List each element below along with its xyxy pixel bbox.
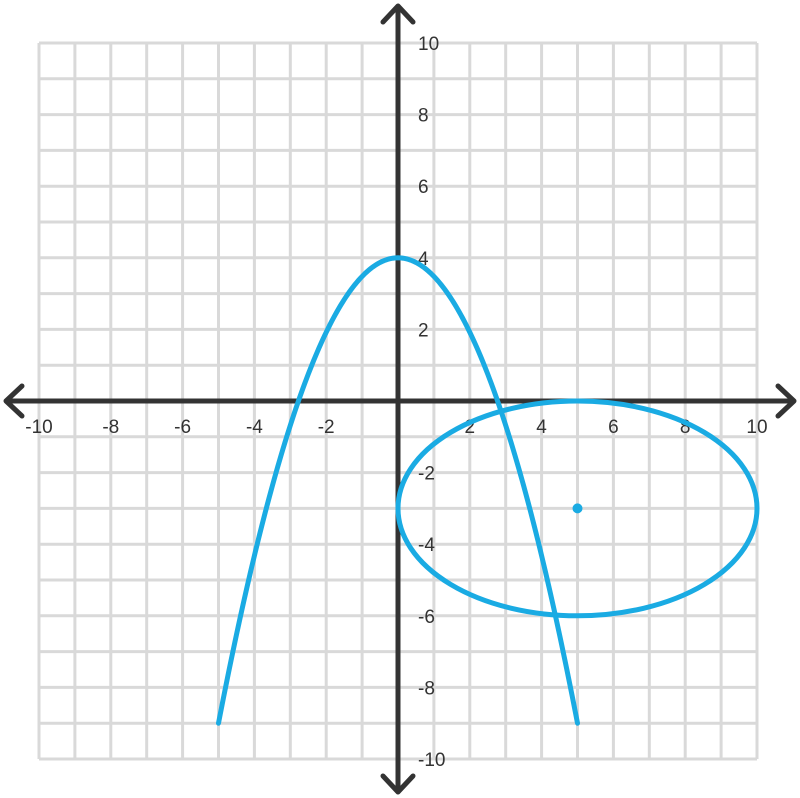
x-tick-label: -8 (102, 417, 119, 438)
x-tick-label: 2 (465, 417, 476, 438)
ellipse-curve (395, 398, 760, 619)
y-tick-label: -4 (418, 535, 435, 556)
y-tick-label: 2 (418, 320, 429, 341)
y-tick-label: 8 (418, 106, 429, 127)
x-tick-label: 10 (746, 417, 767, 438)
x-axis-left-arrow (3, 383, 25, 419)
y-tick-label: -8 (418, 678, 435, 699)
y-axis-down-arrow (380, 773, 416, 795)
x-tick-label: 8 (680, 417, 691, 438)
x-tick-label: -10 (25, 417, 52, 438)
x-tick-label: -2 (318, 417, 335, 438)
y-tick-label: -2 (418, 464, 435, 485)
x-tick-label: -6 (174, 417, 191, 438)
y-axis-up-arrow (380, 3, 416, 25)
x-tick-label: 4 (536, 417, 547, 438)
x-axis-right-arrow (775, 383, 797, 419)
axes (3, 3, 797, 795)
y-tick-label: 4 (418, 249, 429, 270)
y-tick-label: 6 (418, 177, 429, 198)
series (216, 255, 760, 726)
tick-labels: -10 -8 -6 -4 -2 2 4 6 8 10 10 8 6 4 2 -2 -4 -6 -8 -10 (25, 34, 767, 771)
parabola-curve (216, 255, 580, 726)
x-tick-label: -4 (246, 417, 263, 438)
x-tick-label: 6 (608, 417, 619, 438)
ellipse-center-point (572, 503, 583, 514)
y-tick-label: 10 (418, 34, 439, 55)
y-tick-label: -6 (418, 607, 435, 628)
y-tick-label: -10 (418, 750, 445, 771)
